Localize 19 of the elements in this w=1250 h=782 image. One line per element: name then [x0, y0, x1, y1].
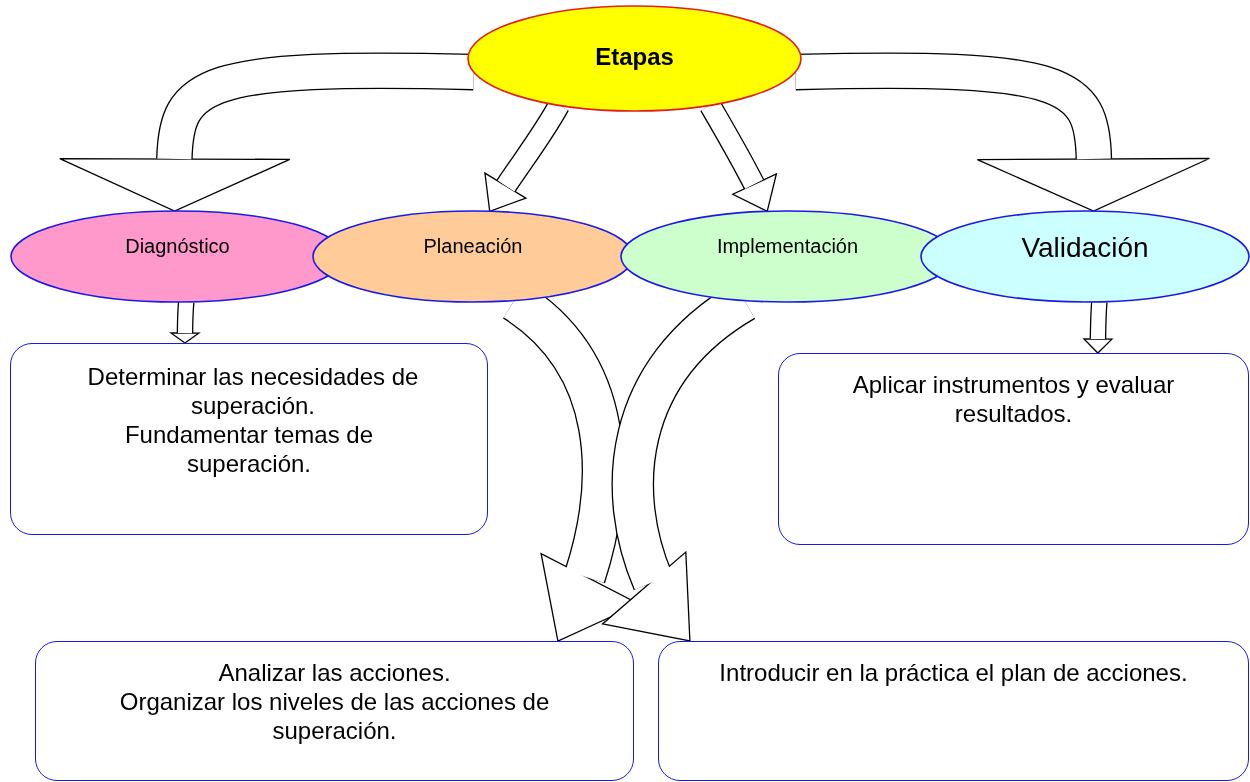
description-text: Determinar las necesidades de superación. — [86, 362, 420, 420]
description-box — [35, 641, 634, 781]
block-arrow — [795, 52, 1211, 212]
description-box — [658, 641, 1249, 781]
description-box — [10, 343, 488, 535]
stage-label: Implementación — [716, 236, 859, 256]
block-arrow — [170, 301, 200, 344]
description-text: Introducir en la práctica el plan de acciones. — [719, 658, 1188, 687]
stage-label: Diagnóstico — [125, 236, 230, 256]
description-text: Aplicar instrumentos y evaluar resultados. — [851, 370, 1176, 428]
description-text: Organizar los niveles de las acciones de superación. — [118, 687, 551, 745]
description-text: Fundamentar temas de superación. — [123, 420, 375, 478]
block-arrow — [58, 52, 474, 212]
block-arrow — [1083, 301, 1113, 354]
description-box — [778, 353, 1249, 545]
stage-label: Planeación — [423, 236, 523, 256]
description-text: Analizar las acciones. — [218, 658, 451, 687]
stage-label: Validación — [1021, 234, 1149, 262]
stage-label: Etapas — [595, 45, 674, 69]
